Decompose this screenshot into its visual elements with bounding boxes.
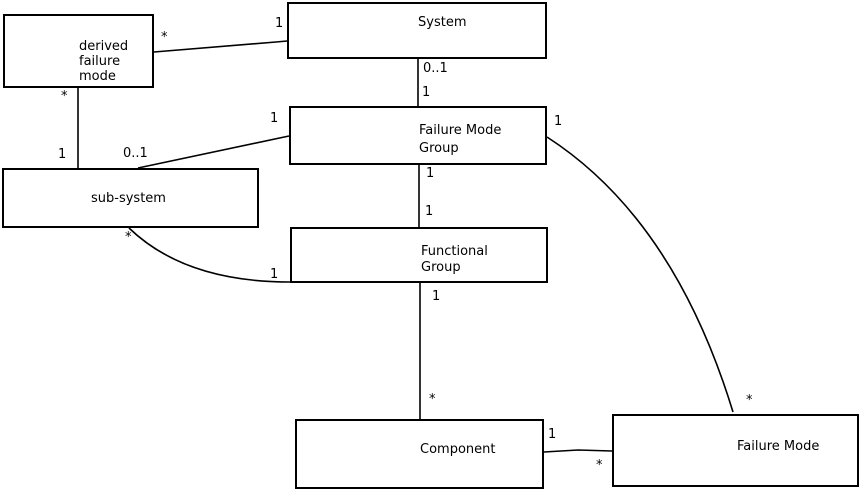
multiplicity-label: 1: [270, 111, 279, 126]
multiplicity-label: 1: [58, 147, 67, 162]
entity-label-failure-mode: Failure Mode: [737, 439, 820, 454]
connector-component-failure-mode: [543, 449, 613, 453]
multiplicity-label: *: [596, 458, 603, 473]
entity-failure-mode-group: Failure Mode Group: [289, 106, 547, 165]
entity-label-failure-mode-group: Failure Mode Group: [419, 123, 502, 156]
entity-system: System: [287, 2, 547, 59]
entity-derived-failure-mode: derived failure mode: [3, 14, 154, 88]
entity-label-component: Component: [420, 442, 496, 457]
entity-failure-mode: Failure Mode: [612, 414, 859, 487]
multiplicity-label: *: [125, 230, 132, 245]
connector-failure-mode-group-failure-mode: [546, 136, 734, 413]
multiplicity-label: 1: [548, 427, 557, 442]
entity-label-functional-group: Functional Group: [421, 244, 488, 275]
multiplicity-label: *: [429, 392, 436, 407]
multiplicity-label: 1: [554, 114, 563, 129]
connector-failure-mode-group-sub-system: [137, 135, 290, 169]
multiplicity-label: 1: [275, 16, 284, 31]
entity-label-system: System: [418, 15, 467, 30]
entity-component: Component: [295, 419, 544, 489]
multiplicity-label: *: [746, 393, 753, 408]
multiplicity-label: 1: [425, 204, 434, 219]
multiplicity-label: 1: [422, 85, 431, 100]
entity-label-sub-system: sub-system: [91, 191, 166, 206]
multiplicity-label: 1: [432, 289, 441, 304]
multiplicity-label: 1: [270, 267, 279, 282]
connector-derived-failure-mode-system: [153, 40, 288, 53]
multiplicity-label: *: [161, 30, 168, 45]
multiplicity-label: 0..1: [423, 61, 448, 76]
multiplicity-label: *: [61, 89, 68, 104]
multiplicity-label: 1: [426, 166, 435, 181]
entity-functional-group: Functional Group: [290, 227, 548, 283]
connector-sub-system-functional-group: [128, 227, 291, 283]
entity-label-derived-failure-mode: derived failure mode: [79, 39, 129, 84]
multiplicity-label: 0..1: [123, 146, 148, 161]
entity-sub-system: sub-system: [2, 168, 259, 228]
